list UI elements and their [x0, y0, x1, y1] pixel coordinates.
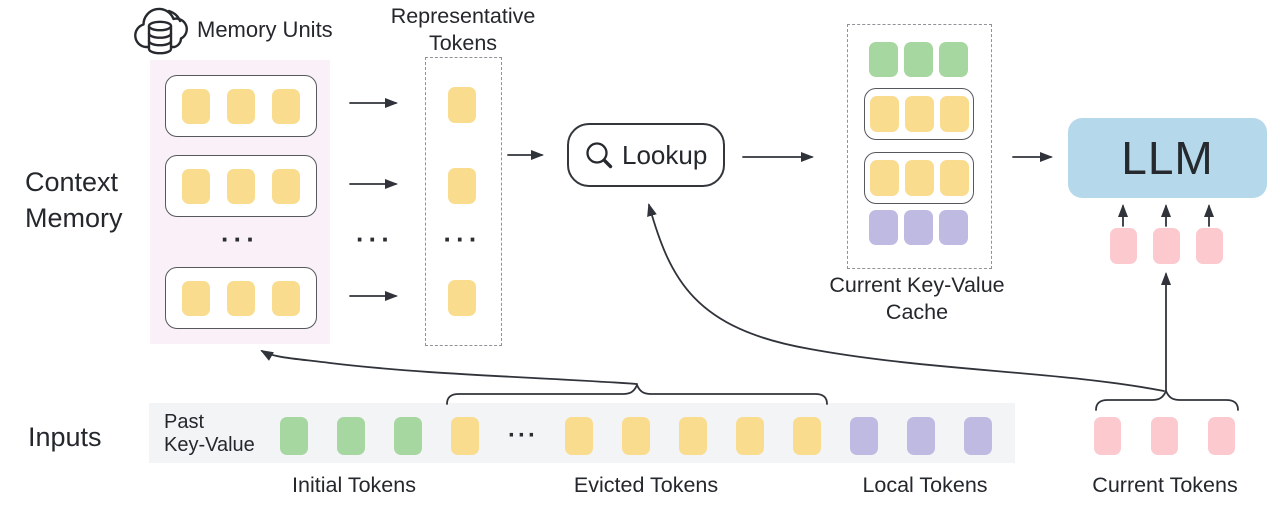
representative-token-slot [448, 87, 476, 123]
representative-title-line1: Representative [390, 4, 536, 28]
cache-retrieved-token [904, 160, 934, 196]
past-kv-label-line2: Key-Value [164, 434, 255, 456]
current-token [1208, 417, 1235, 455]
lookup-label: Lookup [622, 139, 708, 170]
initial-token [394, 417, 422, 455]
current-tokens [1094, 417, 1235, 455]
memory-units-label: Memory Units [197, 17, 333, 42]
initial-token [280, 417, 308, 455]
evicted-token [565, 417, 593, 455]
cache-row-local [847, 210, 990, 245]
memory-unit-box [165, 155, 317, 217]
representative-title-line2: Tokens [428, 31, 498, 55]
lookup-box: Lookup [567, 123, 725, 187]
representative-token-slot [448, 280, 476, 316]
llm-feed-tokens [1110, 228, 1223, 264]
cache-memory-unit-box [864, 88, 974, 140]
memory-unit-token [227, 168, 255, 204]
ellipsis: ··· [508, 422, 538, 449]
representative-ellipsis: ··· [443, 224, 482, 254]
cache-initial-token [939, 42, 968, 77]
evicted-tokens-label: Evicted Tokens [573, 473, 719, 497]
local-token [907, 417, 935, 455]
representative-token [448, 168, 476, 204]
llm-input-token [1110, 228, 1137, 264]
memory-unit-token [272, 168, 300, 204]
memory-unit-token [272, 280, 300, 316]
cache-retrieved-token [939, 160, 969, 196]
search-icon [586, 142, 613, 169]
representative-tokens-title: Representative Tokens [380, 3, 546, 57]
past-kv-label: Past Key-Value [164, 411, 255, 457]
evicted-token [622, 417, 650, 455]
representative-token [448, 87, 476, 123]
cache-initial-token [904, 42, 933, 77]
llm-box: LLM [1068, 118, 1267, 198]
cloud-database-icon [134, 7, 188, 55]
initial-tokens-label: Initial Tokens [292, 473, 416, 497]
current-token [1094, 417, 1121, 455]
evicted-token [736, 417, 764, 455]
context-memory-label-line2: Memory [25, 203, 123, 233]
representative-token [448, 280, 476, 316]
llm-input-token [1153, 228, 1180, 264]
inputs-label: Inputs [28, 422, 102, 452]
past-kv-token-sequence: ··· [280, 417, 992, 455]
llm-input-token [1196, 228, 1223, 264]
cache-initial-token [869, 42, 898, 77]
cache-retrieved-token [904, 96, 934, 132]
cache-retrieved-token [869, 96, 899, 132]
context-memory-label: Context Memory [25, 164, 123, 236]
current-token [1151, 417, 1178, 455]
memory-unit-token [182, 168, 210, 204]
brace-current-tokens [1095, 388, 1239, 411]
memory-unit-token [227, 280, 255, 316]
cache-label-line2: Cache [885, 300, 949, 324]
cache-row-initial [847, 42, 990, 77]
context-memory-label-line1: Context [25, 167, 119, 197]
brace-evicted-tokens [446, 382, 828, 405]
cache-label: Current Key-Value Cache [822, 272, 1012, 326]
local-token [964, 417, 992, 455]
cache-label-line1: Current Key-Value [829, 273, 1005, 297]
local-tokens-label: Local Tokens [862, 473, 988, 497]
memory-unit-box [165, 267, 317, 329]
memory-unit-token [227, 88, 255, 124]
current-tokens-label: Current Tokens [1092, 473, 1238, 497]
memory-unit-box [165, 75, 317, 137]
evicted-token [679, 417, 707, 455]
initial-token [337, 417, 365, 455]
cache-memory-unit-box [864, 152, 974, 204]
memory-unit-token [182, 88, 210, 124]
mid-ellipsis: ··· [356, 224, 394, 254]
cache-local-token [904, 210, 933, 245]
past-kv-label-line1: Past [164, 411, 205, 433]
llm-label: LLM [1121, 132, 1214, 184]
evicted-token [793, 417, 821, 455]
cache-local-token [939, 210, 968, 245]
memory-panel-ellipsis: ··· [221, 224, 259, 254]
memory-unit-token [182, 280, 210, 316]
cache-retrieved-token [939, 96, 969, 132]
local-token [850, 417, 878, 455]
cache-retrieved-token [869, 160, 899, 196]
curve-evicted-to-context-memory [260, 349, 638, 385]
representative-token-slot [448, 168, 476, 204]
memory-unit-token [272, 88, 300, 124]
evicted-token [451, 417, 479, 455]
cache-local-token [869, 210, 898, 245]
